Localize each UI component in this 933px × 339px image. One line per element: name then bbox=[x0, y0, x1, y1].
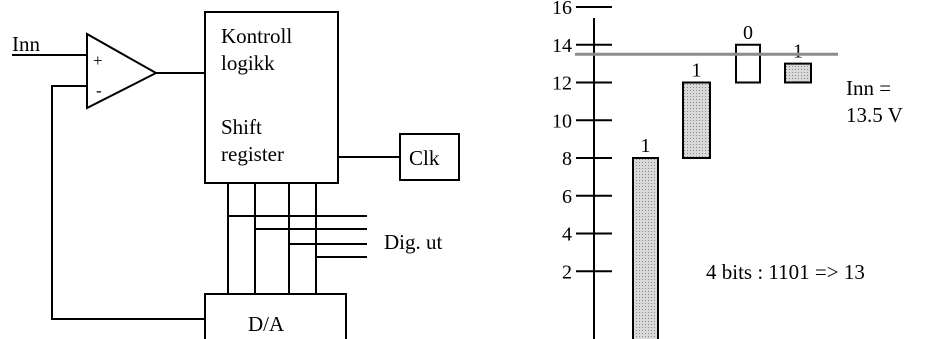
feedback-wire bbox=[51, 85, 205, 320]
bar-step-3 bbox=[735, 43, 761, 84]
control-logic-label-2: logikk bbox=[221, 51, 275, 75]
bar-bit-label-3: 0 bbox=[743, 22, 753, 44]
input-voltage-label-1: Inn = bbox=[846, 76, 891, 100]
bar-step-1 bbox=[632, 157, 659, 339]
circuit-diagram bbox=[12, 11, 460, 339]
y-tick-label-6: 6 bbox=[562, 186, 572, 208]
y-tick-label-12: 12 bbox=[552, 73, 572, 95]
y-tick-label-14: 14 bbox=[552, 35, 572, 57]
bar-step-4 bbox=[784, 62, 812, 84]
control-logic-box bbox=[204, 11, 339, 184]
plus-sign: + bbox=[93, 51, 103, 70]
control-logic-label-1: Kontroll bbox=[221, 24, 292, 48]
bar-bit-label-4: 1 bbox=[793, 41, 803, 63]
input-voltage-label-2: 13.5 V bbox=[846, 103, 903, 127]
shift-register-label-1: Shift bbox=[221, 115, 262, 139]
dac-label: D/A bbox=[248, 312, 285, 336]
shift-register-label-2: register bbox=[221, 142, 284, 166]
y-tick-label-2: 2 bbox=[562, 261, 572, 283]
dac-box bbox=[204, 293, 347, 339]
bar-bit-label-1: 1 bbox=[641, 135, 651, 157]
digital-out-label: Dig. ut bbox=[384, 230, 443, 254]
clock-box bbox=[399, 133, 460, 181]
input-label: Inn bbox=[12, 32, 40, 56]
y-tick-label-4: 4 bbox=[562, 224, 572, 246]
bar-bit-label-2: 1 bbox=[692, 60, 702, 82]
y-tick-label-16: 16 bbox=[552, 0, 572, 19]
bar-step-2 bbox=[682, 81, 711, 159]
y-tick-label-8: 8 bbox=[562, 148, 572, 170]
minus-sign: - bbox=[96, 81, 102, 100]
result-annotation: 4 bits : 1101 => 13 bbox=[706, 260, 865, 284]
comparator-triangle bbox=[86, 32, 159, 110]
y-tick-label-10: 10 bbox=[552, 110, 572, 132]
clock-label: Clk bbox=[409, 146, 440, 170]
